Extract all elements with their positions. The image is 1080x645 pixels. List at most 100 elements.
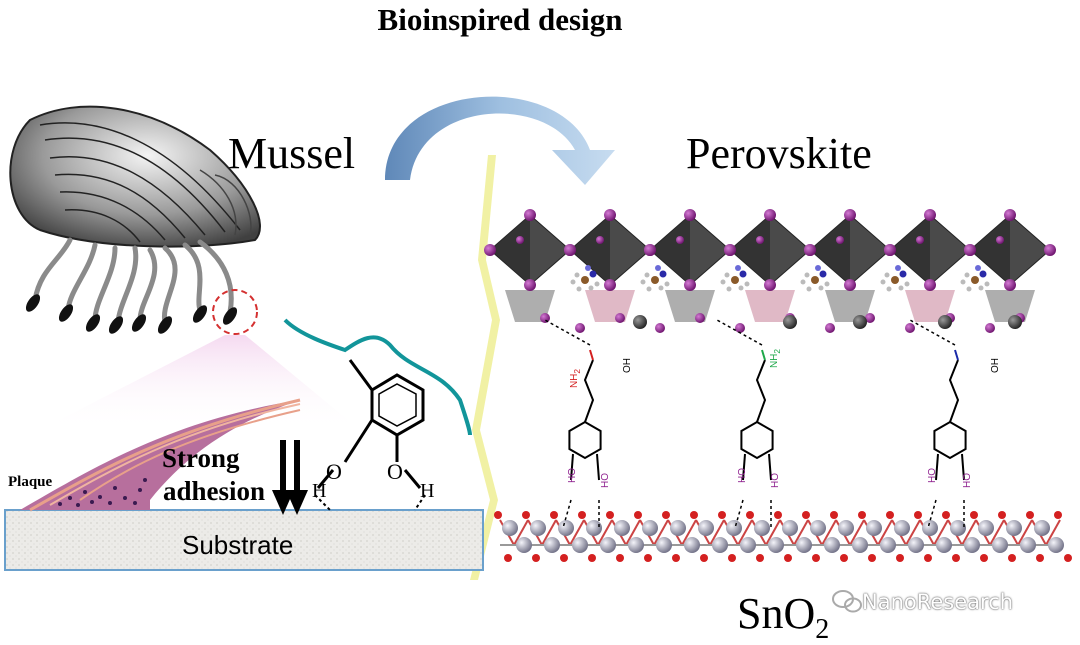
perovskite-label: Perovskite — [686, 129, 872, 178]
tin-atom — [530, 520, 546, 536]
oxygen-atom — [728, 554, 736, 562]
cation-atom — [640, 279, 646, 285]
cation-atom — [655, 265, 661, 271]
sno2-bond — [849, 519, 865, 546]
iodide-atom — [596, 236, 604, 244]
cation-atom — [726, 286, 732, 292]
hbond-to-sno2 — [562, 499, 600, 529]
anchor-molecule-2 — [716, 319, 774, 529]
cation-atom — [731, 276, 739, 284]
sno2-bond — [877, 519, 893, 546]
iodide-atom — [825, 323, 835, 333]
pvk-lower-facet — [585, 290, 635, 322]
oxygen-atom — [830, 511, 838, 519]
tin-atom — [712, 537, 728, 553]
cation-atom — [960, 279, 966, 285]
iodide-atom — [1004, 279, 1016, 291]
cation-atom — [815, 265, 821, 271]
watermark-text: NanoResearch — [862, 590, 1014, 614]
sno2-bond — [569, 519, 585, 546]
pvk-octahedron-shade — [490, 215, 530, 285]
sno2-bond — [793, 519, 809, 546]
tin-atom — [796, 537, 812, 553]
oxygen-atom — [578, 511, 586, 519]
iodide-atom — [924, 279, 936, 291]
iodide-atom — [804, 244, 816, 256]
iodide-atom — [695, 313, 705, 323]
tin-atom — [950, 520, 966, 536]
iodide-atom — [996, 236, 1004, 244]
pvk-octahedron-shade — [650, 215, 690, 285]
tin-atom — [516, 537, 532, 553]
tin-atom — [600, 537, 616, 553]
catechol-o-left: O — [326, 459, 342, 484]
pvk-octahedron-shade — [890, 215, 930, 285]
cation-atom — [979, 270, 987, 278]
iodide-atom — [575, 323, 585, 333]
cation-atom — [576, 286, 582, 292]
cation-atom — [651, 276, 659, 284]
cation-atom — [895, 265, 901, 271]
oxygen-atom — [784, 554, 792, 562]
hbond-to-pvk — [909, 319, 956, 346]
iodide-atom — [540, 313, 550, 323]
pvk-octahedron-shade — [970, 215, 1010, 285]
oxygen-atom — [616, 554, 624, 562]
iodide-atom — [964, 244, 976, 256]
pvk-lower-facet — [825, 290, 875, 322]
oxygen-atom — [756, 554, 764, 562]
oxygen-atom — [560, 554, 568, 562]
iodide-atom — [615, 313, 625, 323]
tin-atom — [628, 537, 644, 553]
cation-atom — [804, 272, 810, 278]
oxygen-atom — [886, 511, 894, 519]
anchor-molecules — [544, 319, 967, 529]
benzene-ring — [933, 420, 967, 460]
iodide-atom — [684, 209, 696, 221]
iodide-atom — [516, 236, 524, 244]
sno2-bond — [737, 519, 753, 546]
cation-atom — [724, 272, 730, 278]
cation-atom — [886, 286, 892, 292]
tin-atom — [908, 537, 924, 553]
tin-atom — [642, 520, 658, 536]
cation-atom — [880, 279, 886, 285]
cation-atom — [589, 270, 597, 278]
oxygen-atom — [606, 511, 614, 519]
tin-atom — [586, 520, 602, 536]
oxygen-atom — [644, 554, 652, 562]
iodide-atom — [655, 323, 665, 333]
anchor-molecule-1 — [544, 319, 602, 529]
tin-atom — [782, 520, 798, 536]
pvk-octahedron-shade — [730, 215, 770, 285]
oxygen-atom — [840, 554, 848, 562]
cation-atom — [966, 286, 972, 292]
oxygen-atom — [1036, 554, 1044, 562]
tin-atom — [614, 520, 630, 536]
lead-atom — [1008, 315, 1022, 329]
mussel-illustration — [9, 105, 261, 335]
functional-group — [954, 349, 959, 361]
pvk-octahedron-shade — [570, 215, 610, 285]
anchor-molecule-3 — [909, 319, 967, 529]
tin-atom — [670, 520, 686, 536]
cation-atom — [978, 285, 984, 291]
sno2-bond — [933, 519, 949, 546]
cation-atom — [819, 270, 827, 278]
sno2-bond — [653, 519, 669, 546]
tin-atom — [824, 537, 840, 553]
iodide-atom — [764, 279, 776, 291]
adhesion-arrows — [272, 440, 308, 515]
oxygen-atom — [1008, 554, 1016, 562]
cation-atom — [594, 281, 600, 287]
sno2-bond — [513, 519, 529, 546]
cation-atom — [818, 285, 824, 291]
tin-atom — [726, 520, 742, 536]
iodide-atom — [836, 236, 844, 244]
plaque — [20, 398, 301, 512]
iodide-atom — [844, 209, 856, 221]
oxygen-atom — [550, 511, 558, 519]
tin-atom — [978, 520, 994, 536]
cation-atom — [735, 265, 741, 271]
tin-atom — [1034, 520, 1050, 536]
